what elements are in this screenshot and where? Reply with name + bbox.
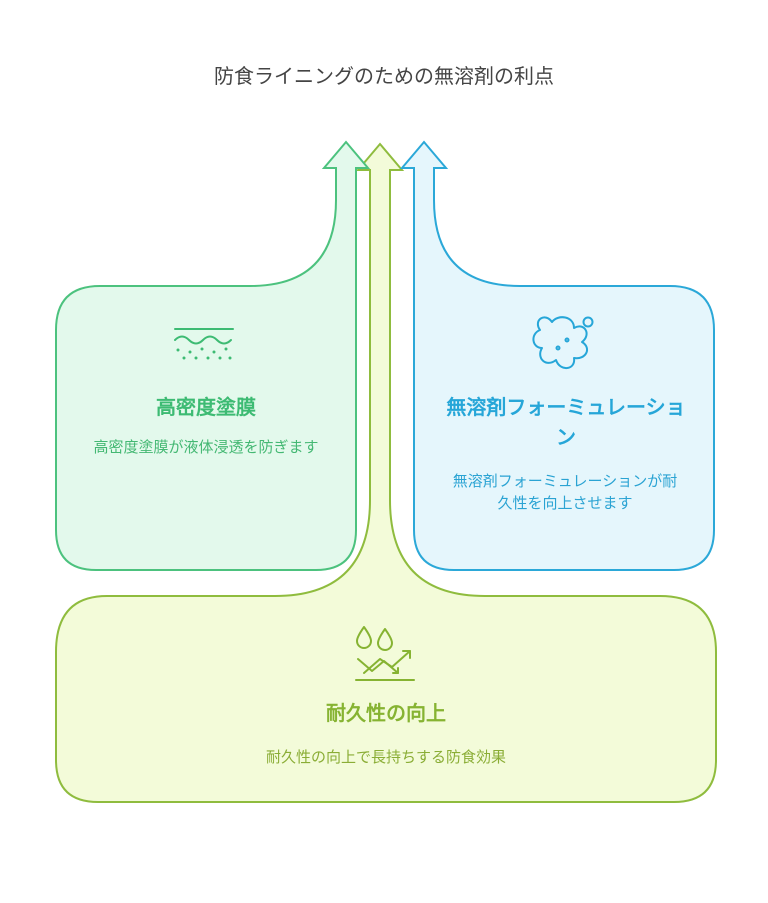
high-density-description: 高密度塗膜が液体浸透を防ぎます — [93, 438, 319, 456]
durability-description: 耐久性の向上で長持ちする防食効果 — [265, 748, 506, 766]
solvent-free-title: 無溶剤フォーミュレーション — [446, 395, 686, 449]
drops-trend-icon — [355, 626, 415, 681]
diagram-title: 防食ライニングのための無溶剤の利点 — [214, 64, 554, 88]
high-density-title: 高密度塗膜 — [156, 395, 256, 419]
splash-icon — [532, 316, 594, 369]
coating-layer-icon — [174, 328, 234, 360]
durability-title: 耐久性の向上 — [326, 701, 446, 725]
durability-card-shape — [55, 142, 717, 803]
solvent-free-description: 無溶剤フォーミュレーションが耐久性を向上させます — [452, 472, 678, 512]
high-density-card-shape — [55, 140, 371, 571]
solvent-free-card-shape — [399, 140, 715, 571]
